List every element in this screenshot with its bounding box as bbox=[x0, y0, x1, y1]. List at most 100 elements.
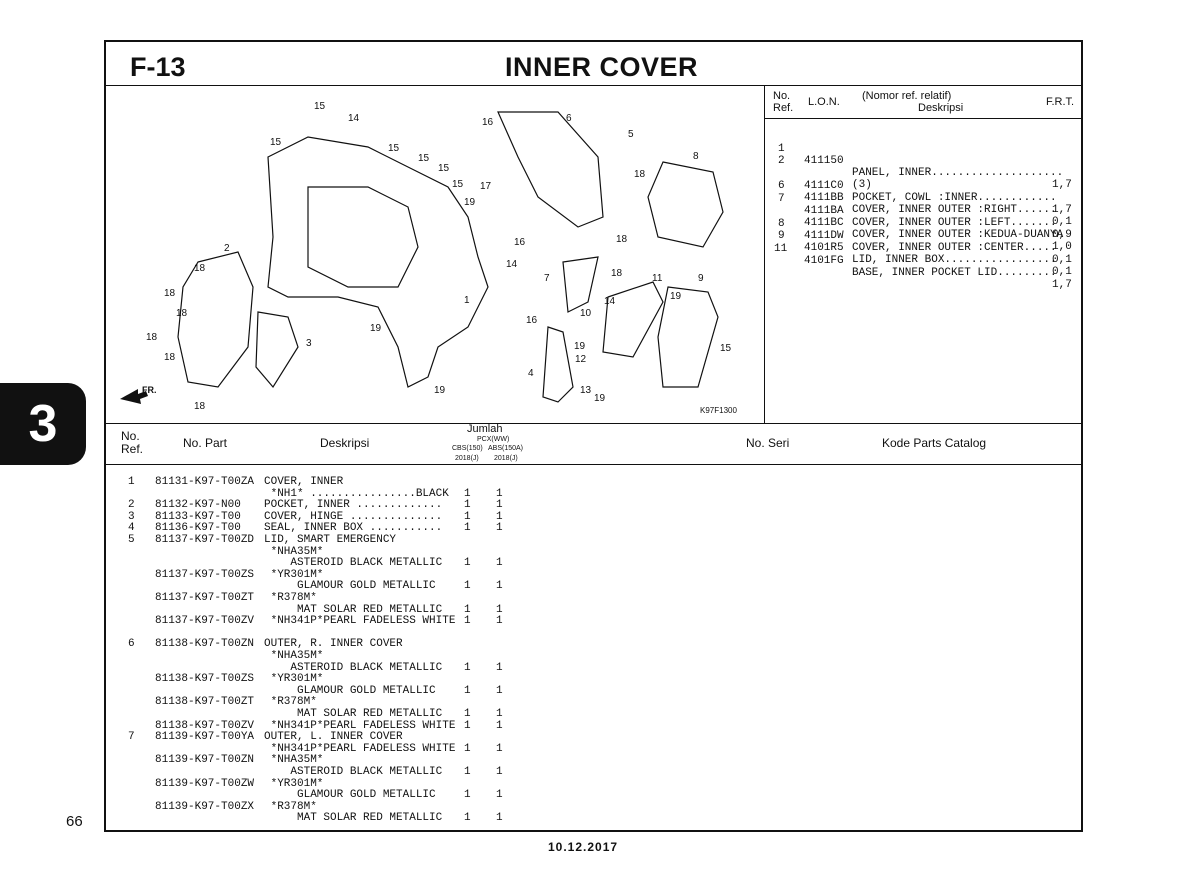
cell-q2: 1 bbox=[496, 766, 503, 778]
cell-q1: 1 bbox=[464, 522, 471, 535]
cell-desc: LID, SMART EMERGENCY bbox=[264, 534, 397, 546]
divider-table-header bbox=[106, 464, 1082, 465]
inner-cover-outline bbox=[267, 136, 489, 388]
lon-row: 2 (3) bbox=[778, 155, 872, 191]
parts-header-ref: No. Ref. bbox=[121, 429, 144, 456]
parts-header-model: PCX(WW) bbox=[477, 436, 510, 443]
parts-header-year1: 2018(J) bbox=[455, 455, 479, 462]
cell-q1: 1 bbox=[464, 510, 471, 523]
parts-header-year2: 2018(J) bbox=[494, 455, 518, 462]
lon-row: 11 4101FG BASE, INNER POCKET LID........… bbox=[774, 243, 1072, 291]
callout-label: 19 bbox=[464, 197, 476, 208]
callout-label: 15 bbox=[438, 163, 450, 174]
cell-q2: 1 bbox=[496, 615, 503, 628]
print-date: 10.12.2017 bbox=[548, 840, 619, 854]
cell-q2: 1 bbox=[496, 522, 503, 535]
cell-part: 81139-K97-T00YA bbox=[155, 731, 255, 744]
callout-label: 18 bbox=[176, 308, 188, 319]
callout-label: 19 bbox=[670, 291, 682, 302]
lon-header-desc: Deskripsi bbox=[918, 102, 964, 114]
cell-desc: *R378M* bbox=[264, 800, 317, 813]
section-code: F-13 bbox=[130, 52, 186, 82]
parts-header-part: No. Part bbox=[183, 436, 228, 450]
cell-q1: 1 bbox=[464, 812, 471, 825]
cell-desc: *R378M* bbox=[264, 592, 317, 604]
cell-q2: 1 bbox=[496, 719, 503, 732]
lon-row: 7 4111BA COVER, INNER OUTER :LEFT.......… bbox=[778, 193, 1072, 241]
cell-desc: *YR301M* bbox=[264, 568, 324, 581]
cell-desc: COVER, INNER bbox=[264, 476, 344, 488]
cell-desc: *R378M* bbox=[264, 696, 317, 709]
cell-desc: MAT SOLAR RED METALLIC bbox=[264, 708, 443, 720]
cell-q2: 1 bbox=[496, 742, 503, 755]
cell-part: 81131-K97-T00ZA bbox=[155, 476, 255, 488]
cell-desc: OUTER, R. INNER COVER bbox=[264, 638, 403, 651]
cell-q1: 1 bbox=[464, 557, 471, 570]
lon-header-frt: F.R.T. bbox=[1046, 96, 1075, 108]
cell-q2: 1 bbox=[496, 499, 503, 512]
lon-header-desc-top: (Nomor ref. relatif) bbox=[862, 90, 952, 102]
callout-label: 14 bbox=[506, 259, 518, 270]
cell-desc: GLAMOUR GOLD METALLIC bbox=[264, 789, 436, 802]
callout-label: 18 bbox=[634, 169, 646, 180]
callout-label: 16 bbox=[526, 315, 538, 326]
callout-label: 15 bbox=[314, 101, 326, 112]
callout-label: 13 bbox=[580, 385, 592, 396]
lon-header-lon: L.O.N. bbox=[808, 96, 840, 108]
callout-label: 7 bbox=[544, 273, 550, 284]
callout-label: 5 bbox=[628, 129, 634, 140]
seal-outline bbox=[542, 326, 574, 403]
cell-desc: ASTEROID BLACK METALLIC bbox=[264, 766, 443, 778]
parts-header-seri: No. Seri bbox=[746, 436, 790, 450]
cell-q2: 1 bbox=[496, 661, 503, 674]
parts-header-jumlah: Jumlah bbox=[467, 423, 503, 435]
lon-row: 4111BC COVER, INNER OUTER :KEDUA-DUANYA … bbox=[804, 217, 1072, 253]
callout-label: 6 bbox=[566, 113, 572, 124]
callout-label: 9 bbox=[698, 273, 704, 284]
parts-header-desc: Deskripsi bbox=[320, 436, 370, 450]
cell-ref: 2 bbox=[128, 499, 135, 512]
cell-part: 81133-K97-T00 bbox=[155, 510, 241, 523]
lon-row: 8 4111DW COVER, INNER OUTER :CENTER.....… bbox=[778, 218, 1072, 266]
callout-label: 16 bbox=[482, 117, 494, 128]
figure-code: K97F1300 bbox=[700, 406, 737, 415]
callout-label: 15 bbox=[388, 143, 400, 154]
callout-label: 18 bbox=[164, 352, 176, 363]
exploded-diagram: 15 14 15 15 15 15 15 17 19 16 6 5 8 18 1… bbox=[120, 101, 732, 412]
cell-desc: ASTEROID BLACK METALLIC bbox=[264, 557, 443, 570]
cell-desc: *NH341P*PEARL FADELESS WHITE bbox=[264, 615, 456, 628]
callout-label: 18 bbox=[616, 234, 628, 245]
callout-label: 18 bbox=[194, 263, 206, 274]
cell-desc: *NHA35M* bbox=[264, 754, 324, 767]
callout-label: 16 bbox=[514, 237, 526, 248]
cell-q1: 1 bbox=[464, 742, 471, 755]
cell-desc: MAT SOLAR RED METALLIC bbox=[264, 603, 443, 616]
cell-ref: 5 bbox=[128, 534, 135, 546]
divider-figure-lon bbox=[764, 85, 765, 423]
callout-label: 18 bbox=[164, 288, 176, 299]
callout-label: 12 bbox=[575, 354, 587, 365]
cell-part: 81138-K97-T00ZV bbox=[155, 719, 255, 732]
cell-part: 81138-K97-T00ZN bbox=[155, 638, 255, 651]
cell-desc: GLAMOUR GOLD METALLIC bbox=[264, 684, 436, 697]
cell-desc: *NH1* ................BLACK bbox=[264, 487, 449, 500]
cell-part: 81136-K97-T00 bbox=[155, 522, 241, 535]
fr-label: FR. bbox=[142, 385, 157, 395]
callout-label: 4 bbox=[528, 368, 534, 379]
hinge-outline bbox=[255, 311, 299, 389]
inner-cover-inner-outline bbox=[307, 186, 419, 288]
pocket-outline bbox=[177, 251, 254, 388]
cell-desc: *NH341P*PEARL FADELESS WHITE bbox=[264, 742, 456, 755]
cell-q2: 1 bbox=[496, 684, 503, 697]
cell-q2: 1 bbox=[496, 557, 503, 570]
cell-part: 81139-K97-T00ZW bbox=[155, 777, 255, 790]
callout-label: 10 bbox=[580, 308, 592, 319]
cell-q1: 1 bbox=[464, 719, 471, 732]
cell-q1: 1 bbox=[464, 580, 471, 593]
page-number: 66 bbox=[66, 813, 83, 830]
cell-desc: COVER, HINGE .............. bbox=[264, 510, 443, 523]
callout-label: 19 bbox=[370, 323, 382, 334]
cell-q2: 1 bbox=[496, 580, 503, 593]
cell-part: 81138-K97-T00ZS bbox=[155, 673, 255, 686]
cell-q1: 1 bbox=[464, 766, 471, 778]
